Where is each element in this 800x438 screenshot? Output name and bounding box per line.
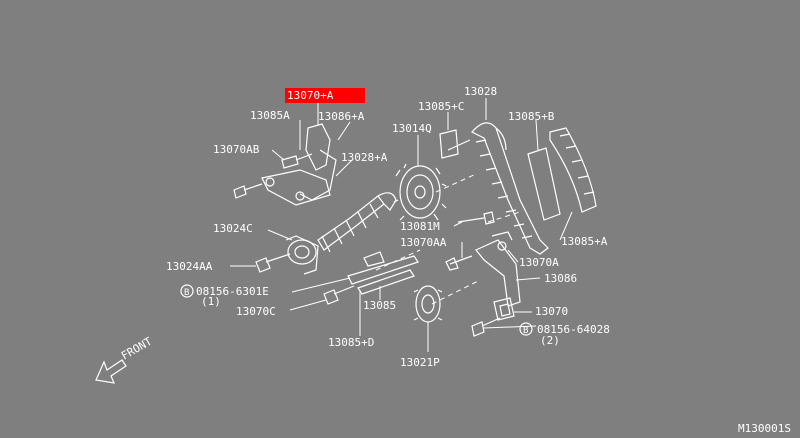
label-08156-64028-qty: (2) bbox=[540, 334, 560, 347]
chain-guide-13085C bbox=[439, 129, 471, 159]
label-08156-64028: 08156-64028 bbox=[537, 323, 610, 336]
primary-timing-chain bbox=[471, 122, 549, 255]
label-08156-6301E: 08156-6301E bbox=[196, 285, 269, 298]
chain-guide-13085 bbox=[347, 251, 419, 295]
bolt-13070AA bbox=[445, 255, 473, 271]
crank-sprocket-13024C bbox=[285, 235, 319, 275]
label-13070A: 13070A bbox=[519, 256, 559, 269]
bolt-08156-64028 bbox=[471, 317, 501, 337]
label-13024C: 13024C bbox=[213, 222, 253, 235]
label-13014Q: 13014Q bbox=[392, 122, 432, 135]
label-13085B-plus: 13085+B bbox=[508, 110, 555, 123]
cam-sprocket-13014Q bbox=[393, 163, 447, 221]
leader-lines bbox=[230, 98, 573, 352]
label-13028: 13028 bbox=[464, 85, 497, 98]
label-13081M: 13081M bbox=[400, 220, 440, 233]
label-13070AA: 13070AA bbox=[400, 236, 447, 249]
bolt-13070C bbox=[323, 285, 355, 305]
label-13085A: 13085A bbox=[250, 109, 290, 122]
highlight-13070A-plus bbox=[285, 88, 365, 103]
crank-sprocket-13021P bbox=[413, 285, 443, 323]
label-13085A-plus: 13085+A bbox=[561, 235, 608, 248]
bolt-13024AA bbox=[255, 253, 291, 273]
label-08156-6301E-qty: (1) bbox=[201, 295, 221, 308]
bolt-13081M bbox=[457, 211, 495, 225]
label-front: FRONT bbox=[119, 335, 155, 363]
label-13085D-plus: 13085+D bbox=[328, 336, 374, 349]
label-13085C-plus: 13085+C bbox=[418, 100, 464, 113]
label-13070AB: 13070AB bbox=[213, 143, 260, 156]
label-13086A-plus: 13086+A bbox=[318, 110, 365, 123]
chain-guide-13086 bbox=[475, 231, 521, 307]
label-13086: 13086 bbox=[544, 272, 577, 285]
bolt-marker-icon-1 bbox=[180, 284, 194, 298]
label-13028A-plus: 13028+A bbox=[341, 151, 388, 164]
label-bolt-marker-2: B bbox=[523, 326, 528, 336]
front-arrow-icon bbox=[95, 359, 127, 384]
secondary-timing-chain bbox=[317, 192, 397, 253]
label-13070C: 13070C bbox=[236, 305, 276, 318]
label-13021P: 13021P bbox=[400, 356, 440, 369]
chain-tensioner-shoe bbox=[527, 127, 597, 221]
alignment-dashed-lines bbox=[375, 173, 521, 305]
bolt-marker-icon-2 bbox=[519, 322, 533, 336]
label-bolt-marker-1: B bbox=[184, 288, 189, 298]
label-13024AA: 13024AA bbox=[166, 260, 213, 273]
upper-chain-guide-bracket bbox=[261, 123, 337, 206]
label-13085: 13085 bbox=[363, 299, 396, 312]
label-13070A-plus: 13070+A bbox=[287, 89, 334, 102]
label-13070: 13070 bbox=[535, 305, 568, 318]
bolt-13070AB bbox=[233, 153, 313, 199]
block-13070 bbox=[493, 297, 515, 321]
diagram-id: M130001S bbox=[738, 422, 791, 435]
